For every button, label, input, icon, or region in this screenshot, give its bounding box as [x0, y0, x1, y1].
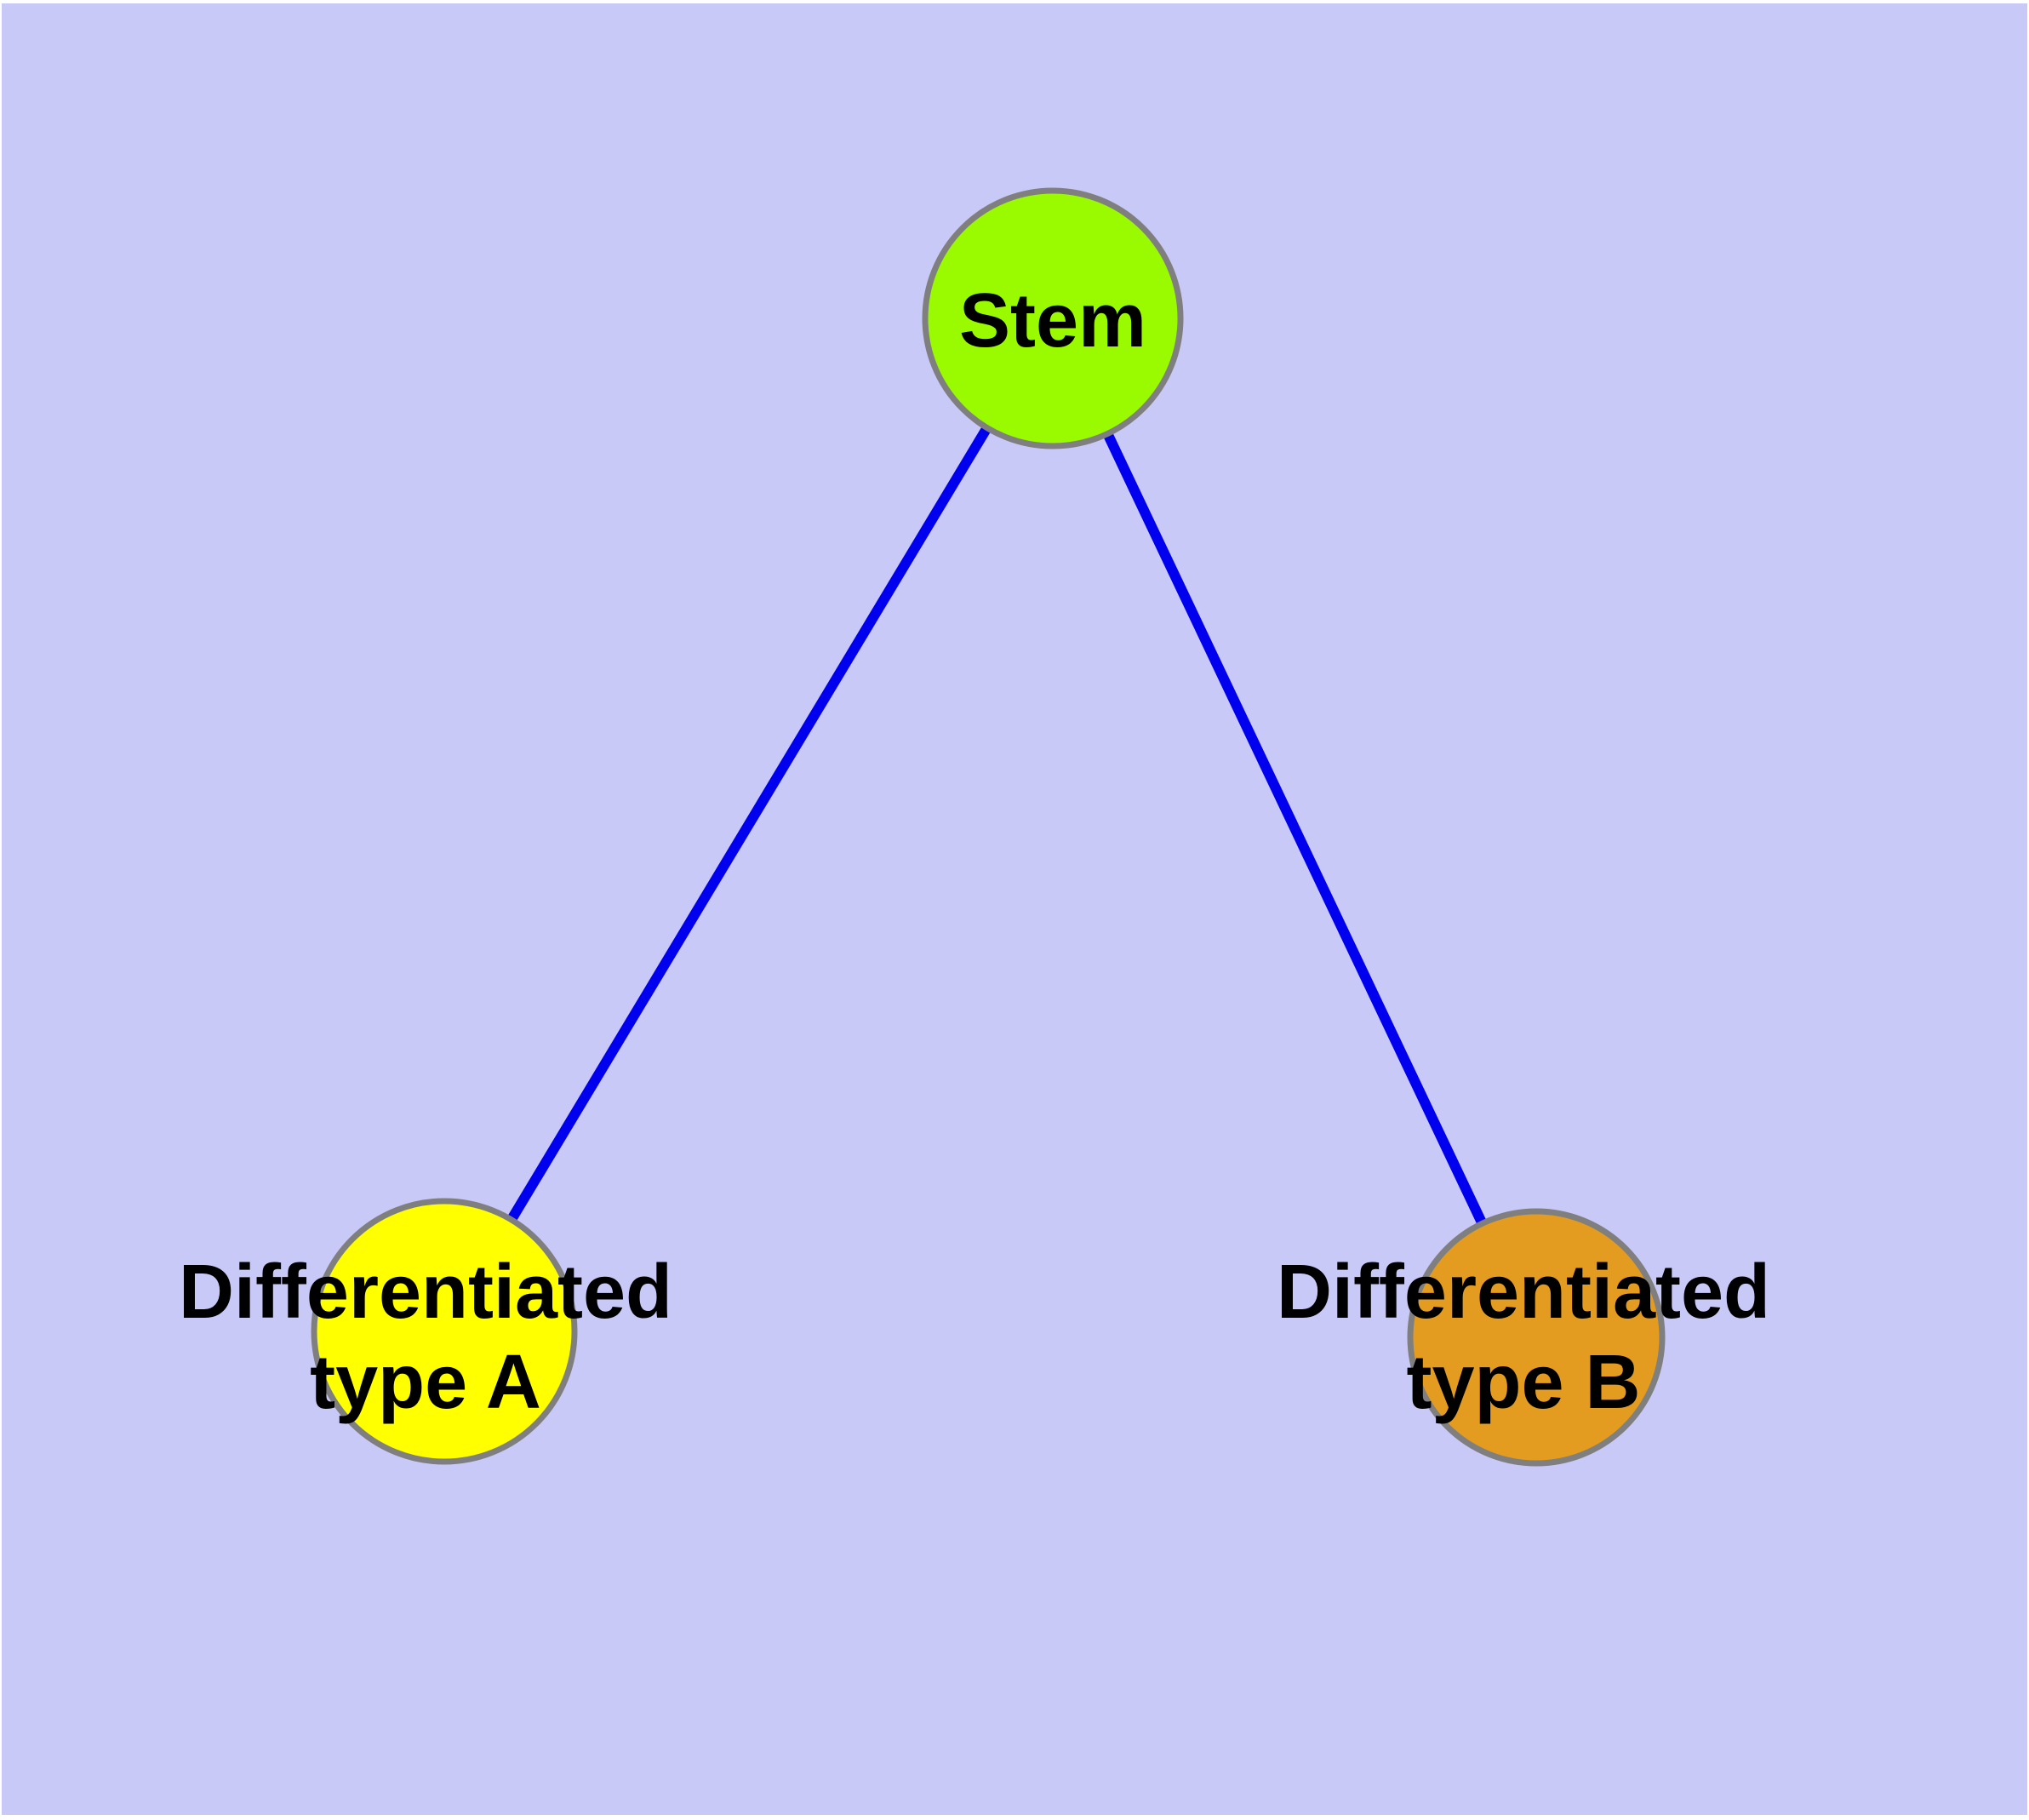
node-type-a-label-line2: type A [310, 1340, 541, 1425]
edge-stem-to-type-a[interactable] [439, 315, 1058, 1335]
node-type-b-label-line1: Differentiated [1277, 1250, 1770, 1335]
node-differentiated-type-a[interactable]: Differentiated type A [179, 1198, 672, 1465]
node-stem-label: Stem [959, 278, 1146, 363]
node-differentiated-type-b[interactable]: Differentiated type B [1277, 1208, 1770, 1467]
node-type-a-label-line1: Differentiated [179, 1250, 672, 1335]
node-type-a-circle[interactable] [311, 1198, 578, 1465]
node-type-b-circle[interactable] [1407, 1208, 1666, 1467]
edge-stem-to-type-b[interactable] [1048, 316, 1541, 1340]
node-stem[interactable]: Stem [922, 187, 1184, 449]
node-stem-circle[interactable] [922, 187, 1184, 449]
node-type-b-label-line2: type B [1406, 1340, 1640, 1425]
